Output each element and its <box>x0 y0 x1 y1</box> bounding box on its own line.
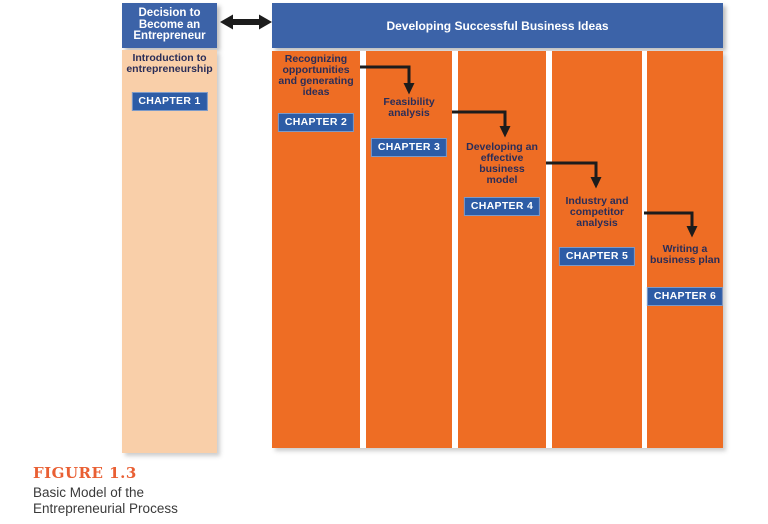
process-columns: Recognizing opportunities and generating… <box>272 51 724 448</box>
chapter-2-badge: CHAPTER 2 <box>277 113 355 132</box>
chapter-6-badge: CHAPTER 6 <box>646 287 724 306</box>
column-chapter-5: Industry and competitor analysis CHAPTER… <box>552 51 642 448</box>
chapter-5-badge: CHAPTER 5 <box>558 247 636 266</box>
column-label: Writing a business plan <box>649 243 721 266</box>
column-label: Developing an effective business model <box>466 141 538 186</box>
left-panel-header: Decision to Become an Entrepreneur <box>122 3 217 48</box>
column-chapter-3: Feasibility analysis CHAPTER 3 <box>366 51 452 448</box>
left-panel-header-label: Decision to Become an Entrepreneur <box>133 7 206 43</box>
main-panel-header-label: Developing Successful Business Ideas <box>386 18 609 33</box>
figure-caption: FIGURE 1.3 Basic Model of the Entreprene… <box>33 464 253 517</box>
column-label: Recognizing opportunities and generating… <box>278 53 354 98</box>
column-chapter-4: Developing an effective business model C… <box>458 51 546 448</box>
left-panel-label: Introduction to entrepreneurship <box>126 52 213 75</box>
column-label: Industry and competitor analysis <box>565 195 629 229</box>
column-chapter-6: Writing a business plan CHAPTER 6 <box>646 51 724 448</box>
figure-number: FIGURE 1.3 <box>33 464 137 482</box>
chapter-3-badge: CHAPTER 3 <box>370 138 448 157</box>
column-chapter-2: Recognizing opportunities and generating… <box>272 51 360 448</box>
chapter-1-badge: CHAPTER 1 <box>131 92 208 111</box>
column-label: Feasibility analysis <box>383 96 435 119</box>
left-panel-body: Introduction to entrepreneurship CHAPTER… <box>122 50 217 453</box>
chapter-4-badge: CHAPTER 4 <box>463 197 541 216</box>
figure-title: Basic Model of the Entrepreneurial Proce… <box>33 485 178 516</box>
main-panel-header: Developing Successful Business Ideas <box>272 3 723 48</box>
